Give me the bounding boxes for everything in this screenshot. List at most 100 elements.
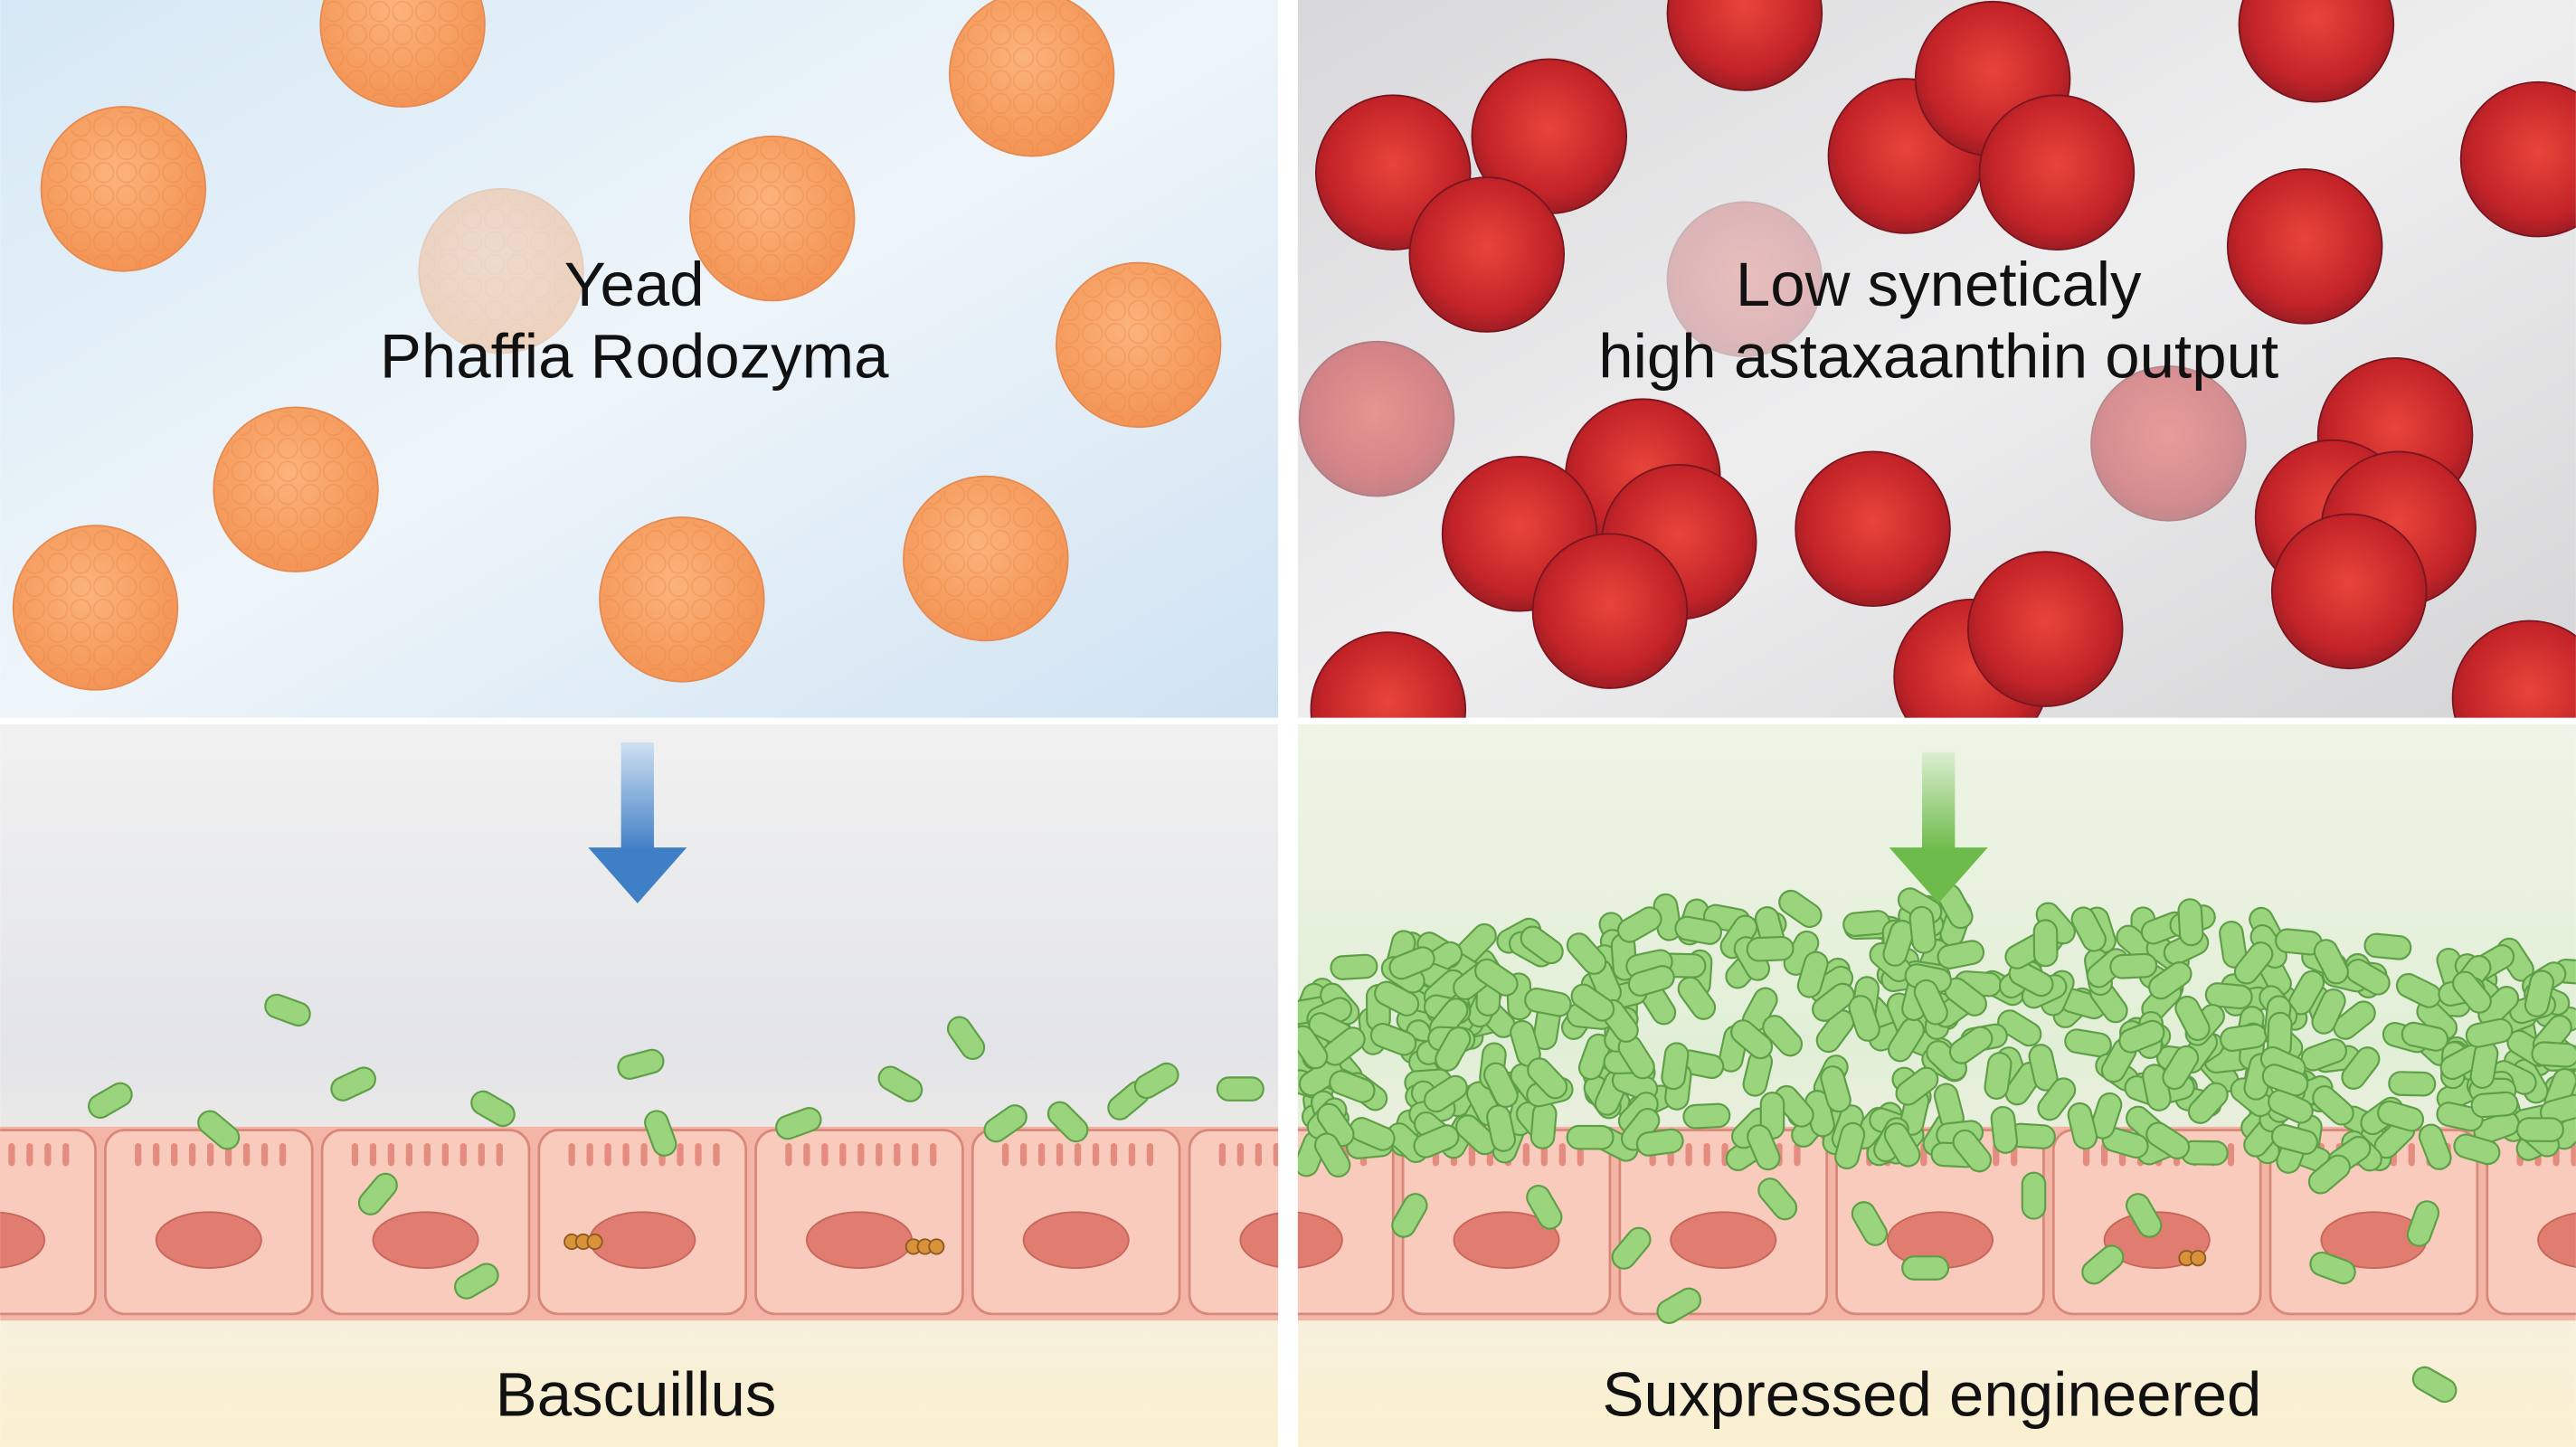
bacterium xyxy=(2187,1082,2229,1124)
yeast-cell xyxy=(599,516,765,683)
bacterium xyxy=(470,1090,516,1128)
bacterium xyxy=(1627,965,1675,997)
bacterium xyxy=(1815,1009,1855,1054)
bacterium xyxy=(1812,982,1855,1022)
astaxanthin-cell xyxy=(1666,201,1823,358)
bacterium xyxy=(1616,906,1662,943)
yeast-cell xyxy=(948,0,1115,157)
yeast-cell xyxy=(40,106,207,272)
top-right-title: Low syneticaly xyxy=(1736,250,2142,319)
epithelial-cell xyxy=(1188,1129,1279,1316)
bacterium xyxy=(2341,1046,2381,1090)
bacterium xyxy=(775,1107,822,1140)
bacterium xyxy=(2418,1123,2452,1170)
bacterium xyxy=(1746,935,1795,962)
bacterium xyxy=(2162,1045,2200,1091)
epithelial-cell xyxy=(754,1129,964,1316)
top-left-subtitle: Phaffia Rodozyma xyxy=(380,322,889,392)
bacterium xyxy=(1046,1101,1089,1143)
bacterium xyxy=(1990,1105,2019,1154)
bacterium xyxy=(2395,972,2442,1008)
bacterium xyxy=(1762,1015,1804,1057)
bacterium xyxy=(2070,906,2107,952)
bacterium xyxy=(1882,919,1915,967)
bacterium xyxy=(1330,953,1378,980)
epithelial-cell xyxy=(971,1129,1181,1316)
bacterium xyxy=(1391,1193,1428,1238)
bacterium xyxy=(2436,1102,2484,1132)
bacterium xyxy=(1316,1102,1355,1148)
bacterium xyxy=(2145,1121,2191,1160)
bacterium xyxy=(2174,995,2211,1042)
bacterium xyxy=(2406,1200,2440,1247)
yeast-cell xyxy=(903,475,1069,642)
bacterium xyxy=(1913,979,1948,1026)
bacterium xyxy=(1570,983,1615,1022)
bacterium xyxy=(1423,1074,1468,1113)
bacterium xyxy=(1388,946,1435,980)
bacterium xyxy=(2531,1041,2576,1068)
top-right-subtitle: high astaxaanthin output xyxy=(1598,322,2278,392)
bacterium xyxy=(1937,940,1985,969)
bacterium xyxy=(1133,1062,1179,1100)
bacterium xyxy=(2311,988,2346,1035)
bacterium xyxy=(2177,898,2204,947)
bacterium xyxy=(1730,1019,1774,1060)
bacterium xyxy=(2333,1000,2376,1040)
bacterium xyxy=(1952,1129,1993,1173)
bacterium xyxy=(1349,1117,1396,1151)
down-arrow-green-icon xyxy=(1889,752,1988,903)
top-left-title: Yead xyxy=(564,250,705,319)
epithelial-cell xyxy=(1835,1129,2045,1316)
bacterium xyxy=(2037,1077,2077,1121)
bacterium xyxy=(2148,961,2192,1000)
bacterium xyxy=(1901,1255,1950,1281)
bacterium xyxy=(1747,1124,1781,1171)
bacterium xyxy=(88,1082,133,1119)
yeast-cell xyxy=(418,187,584,355)
bacterium xyxy=(1369,1022,1417,1056)
bacterium xyxy=(2081,1244,2125,1285)
bacterium xyxy=(2539,1093,2576,1125)
bacterium xyxy=(946,1016,986,1061)
bacterium xyxy=(2109,952,2158,979)
astaxanthin-cell xyxy=(2090,365,2247,522)
bacterium xyxy=(2309,1251,2356,1285)
astaxanthin-cell xyxy=(2459,80,2576,238)
epithelium-left xyxy=(0,1126,1279,1321)
bacterium xyxy=(330,1066,376,1102)
astaxanthin-cell xyxy=(1298,340,1455,497)
bacterium xyxy=(1435,1026,1472,1072)
yeast-cell xyxy=(1056,261,1222,429)
bacterium xyxy=(1997,1009,2042,1047)
astaxanthin-cell xyxy=(1310,631,1467,718)
epithelial-cell xyxy=(0,1129,97,1316)
bacterium xyxy=(1455,1114,1498,1156)
bacterium xyxy=(1611,1226,1652,1270)
bacterium xyxy=(1895,1066,1939,1106)
bacterium xyxy=(1908,905,1937,954)
bacterium xyxy=(1778,889,1823,928)
bacterium xyxy=(357,1172,398,1215)
bacterium xyxy=(1656,1287,1702,1324)
yeast-cells xyxy=(12,0,1222,691)
bacterium xyxy=(1796,950,1829,998)
bacteria-right xyxy=(1297,884,2576,1404)
down-arrow-blue-icon xyxy=(588,742,687,903)
bacterium xyxy=(1984,1052,2012,1100)
bacterium xyxy=(1482,1062,1519,1109)
bacterium xyxy=(1520,925,1564,965)
bacterium xyxy=(2313,939,2349,985)
epithelial-cell xyxy=(1618,1129,1829,1316)
epithelial-cell xyxy=(2486,1129,2576,1316)
bacterium xyxy=(1757,1177,1798,1221)
astaxanthin-cell xyxy=(2270,513,2428,670)
bacterium xyxy=(877,1065,923,1102)
bacterium xyxy=(1329,1070,1376,1103)
bacterium xyxy=(2411,1366,2458,1404)
yeast-cell xyxy=(689,135,856,302)
bacterium xyxy=(1474,958,1519,997)
bacterium xyxy=(1774,1084,1814,1128)
astaxanthin-cell xyxy=(2226,168,2383,325)
